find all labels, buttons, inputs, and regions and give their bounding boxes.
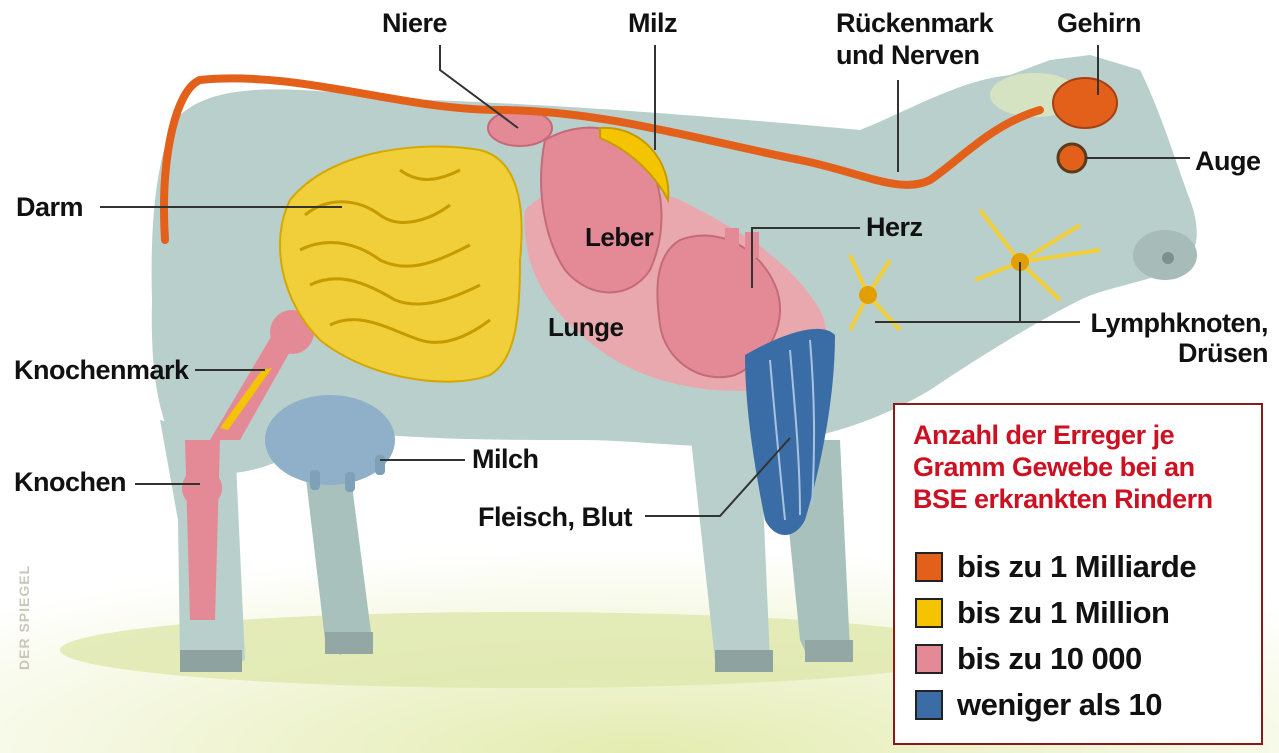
legend-swatch-orange xyxy=(915,552,943,582)
label-darm: Darm xyxy=(16,192,83,222)
cow-nostril xyxy=(1162,252,1174,264)
label-auge: Auge xyxy=(1195,146,1261,176)
brain xyxy=(1053,78,1117,128)
label-lunge: Lunge xyxy=(548,312,624,342)
label-rueckenmark-line2: und Nerven xyxy=(836,40,980,70)
hoof xyxy=(715,650,773,672)
legend-label: bis zu 1 Million xyxy=(957,595,1169,631)
label-lymph-line2: Drüsen xyxy=(1086,338,1268,368)
legend-title: Anzahl der Erreger je Gramm Gewebe bei a… xyxy=(913,419,1258,515)
cow-teat xyxy=(375,455,385,475)
legend-label: bis zu 10 000 xyxy=(957,641,1142,677)
legend-item-3: bis zu 10 000 xyxy=(915,639,1142,679)
label-herz: Herz xyxy=(866,212,923,242)
label-knochenmark: Knochenmark xyxy=(14,355,189,385)
legend-swatch-blue xyxy=(915,690,943,720)
bone-knee xyxy=(182,468,222,508)
heart-vessel xyxy=(725,228,739,258)
label-milch: Milch xyxy=(472,444,539,474)
label-gehirn: Gehirn xyxy=(1057,8,1141,38)
legend-title-line3: BSE erkrankten Rindern xyxy=(913,483,1258,515)
label-milz: Milz xyxy=(628,8,677,38)
legend-label: weniger als 10 xyxy=(957,687,1162,723)
label-rueckenmark-line1: Rückenmark xyxy=(836,8,993,38)
lymph-node xyxy=(859,286,877,304)
legend-swatch-yellow xyxy=(915,598,943,628)
publisher-watermark: DER SPIEGEL xyxy=(16,565,32,670)
hoof xyxy=(325,632,373,654)
legend-swatch-pink xyxy=(915,644,943,674)
legend: Anzahl der Erreger je Gramm Gewebe bei a… xyxy=(893,403,1263,745)
label-fleisch-blut: Fleisch, Blut xyxy=(478,502,632,532)
hoof xyxy=(180,650,242,672)
eye xyxy=(1058,144,1086,172)
legend-label: bis zu 1 Milliarde xyxy=(957,549,1196,585)
legend-item-4: weniger als 10 xyxy=(915,685,1162,725)
legend-item-1: bis zu 1 Milliarde xyxy=(915,547,1196,587)
bone-shin xyxy=(185,440,220,620)
cow-teat xyxy=(345,472,355,492)
legend-title-line1: Anzahl der Erreger je xyxy=(913,419,1258,451)
cow-teat xyxy=(310,470,320,490)
label-lymph-line1: Lymphknoten, xyxy=(1086,308,1268,338)
label-leber: Leber xyxy=(585,222,653,252)
hoof xyxy=(805,640,853,662)
label-niere: Niere xyxy=(382,8,447,38)
legend-item-2: bis zu 1 Million xyxy=(915,593,1169,633)
legend-title-line2: Gramm Gewebe bei an xyxy=(913,451,1258,483)
label-knochen: Knochen xyxy=(14,467,126,497)
